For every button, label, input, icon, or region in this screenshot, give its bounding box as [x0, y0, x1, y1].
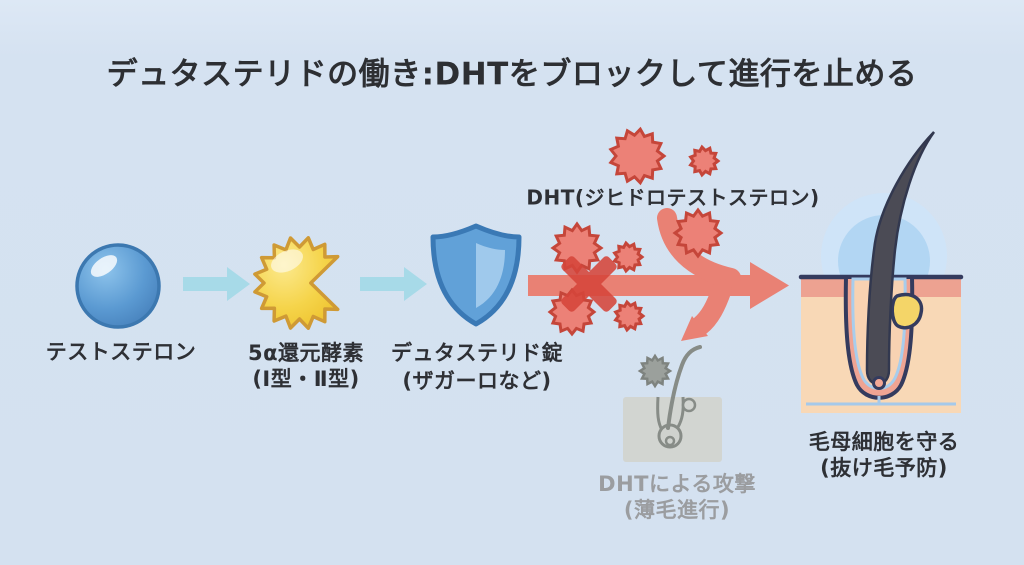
- healthy-follicle-icon: [798, 131, 964, 413]
- testosterone-sphere-icon: [75, 243, 161, 329]
- page-title: デュタステリドの働き:DHTをブロックして進行を止める: [106, 56, 918, 93]
- testosterone-label: テストステロン: [45, 340, 197, 364]
- flow-arrow-right-icon: [360, 267, 427, 301]
- sebaceous-gland-icon: [890, 292, 924, 330]
- dht-molecule-icon: [547, 126, 724, 337]
- dutasteride-shield-icon: [430, 223, 522, 327]
- attack-label-line1: DHTによる攻撃: [598, 472, 756, 496]
- protect-label-line2: (抜け毛予防): [820, 456, 948, 480]
- flow-arrow-right-icon: [183, 267, 250, 301]
- attack-label-line2: (薄毛進行): [623, 498, 731, 522]
- dht-label: DHT(ジヒドロテストステロン): [526, 185, 820, 210]
- protect-label-line1: 毛母細胞を守る: [808, 430, 960, 454]
- damaged-follicle-icon: [623, 345, 722, 462]
- enzyme-pacman-icon: [253, 236, 340, 330]
- block-x-icon: [561, 256, 617, 312]
- enzyme-label-line1: 5α還元酵素: [247, 341, 365, 365]
- dutasteride-label-line2: (ザガーロなど): [402, 369, 552, 393]
- gray-molecule-icon: [637, 353, 673, 389]
- enzyme-label-line2: (Ⅰ型・Ⅱ型): [252, 367, 360, 391]
- dutasteride-label-line1: デュタステリド錠: [391, 341, 563, 365]
